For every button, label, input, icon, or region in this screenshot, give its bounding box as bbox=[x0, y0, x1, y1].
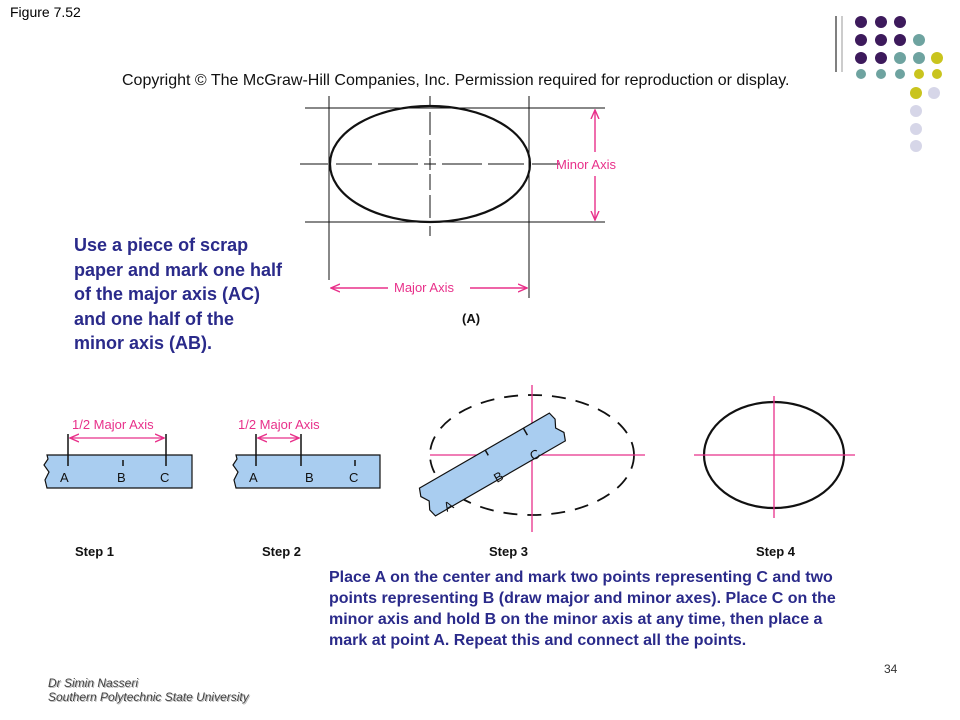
minor-axis-label: Minor Axis bbox=[556, 157, 616, 172]
step2-point-c: C bbox=[349, 470, 358, 485]
step1-point-a: A bbox=[60, 470, 69, 485]
footer-author: Dr Simin Nasseri bbox=[48, 676, 139, 690]
major-axis-label: Major Axis bbox=[394, 280, 454, 295]
footer: Dr Simin Nasseri Southern Polytechnic St… bbox=[48, 676, 249, 704]
step2-point-a: A bbox=[249, 470, 258, 485]
footer-university: Southern Polytechnic State University bbox=[48, 690, 249, 704]
placement-instruction: Place A on the center and mark two point… bbox=[329, 569, 836, 649]
step1-label: Step 1 bbox=[75, 544, 114, 559]
page-number: 34 bbox=[884, 662, 898, 676]
figure-title: Figure 7.52 bbox=[10, 4, 81, 20]
step4-final-ellipse bbox=[694, 396, 855, 518]
step3-construction bbox=[418, 385, 645, 532]
step2-half-major-label: 1/2 Major Axis bbox=[238, 417, 320, 432]
copyright-notice: Copyright © The McGraw-Hill Companies, I… bbox=[122, 72, 790, 89]
step1-point-b: B bbox=[117, 470, 126, 485]
decorative-dot-grid bbox=[835, 16, 943, 152]
panel-a-label: (A) bbox=[462, 311, 480, 326]
step2-label: Step 2 bbox=[262, 544, 301, 559]
step1-scrap-paper bbox=[43, 434, 193, 489]
step4-label: Step 4 bbox=[756, 544, 796, 559]
step2-scrap-paper bbox=[232, 434, 381, 489]
panel-a-ellipse bbox=[300, 96, 605, 298]
step2-point-b: B bbox=[305, 470, 314, 485]
step3-label: Step 3 bbox=[489, 544, 528, 559]
step1-half-major-label: 1/2 Major Axis bbox=[72, 417, 154, 432]
step1-point-c: C bbox=[160, 470, 169, 485]
scrap-paper-instruction: Use a piece of scrap paper and mark one … bbox=[74, 235, 283, 353]
